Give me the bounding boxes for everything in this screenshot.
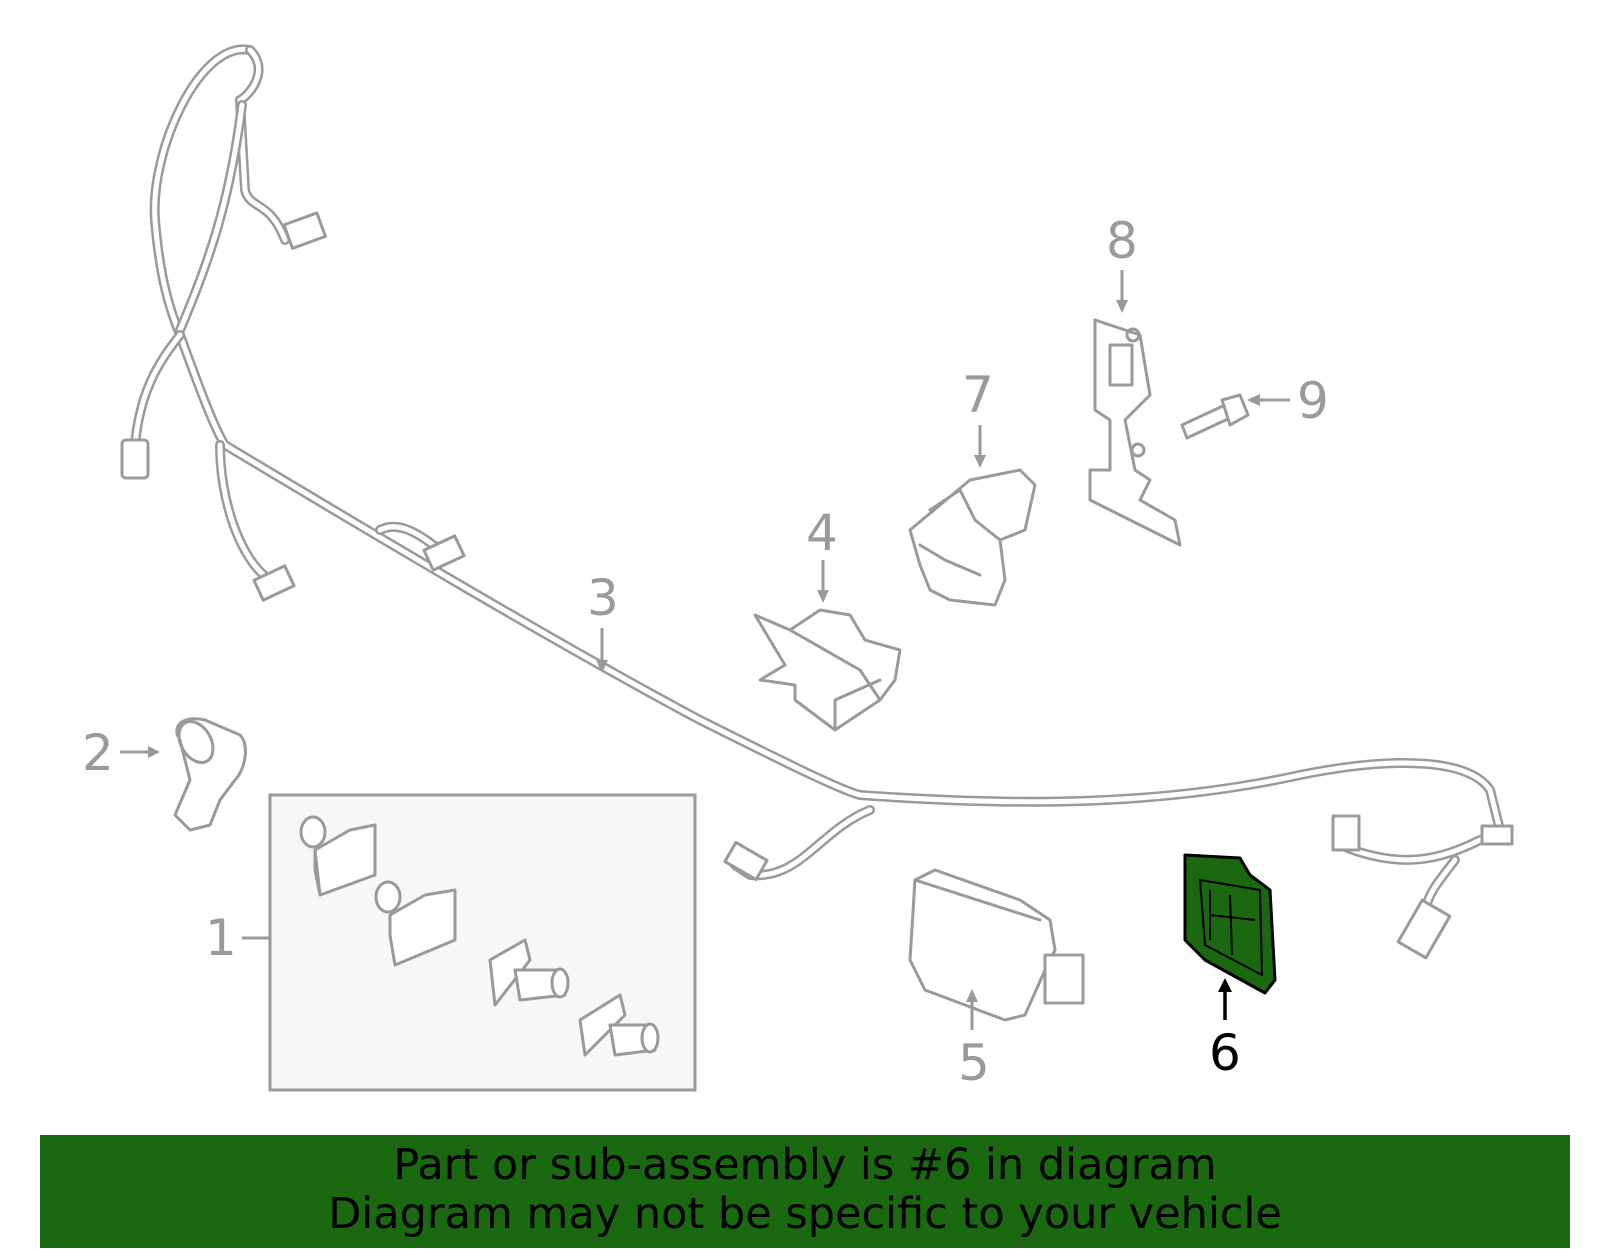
part-2-parking-sensor[interactable] bbox=[172, 715, 247, 832]
callout-5: 5 bbox=[958, 1034, 990, 1092]
part-3-wiring-harness[interactable] bbox=[120, 44, 1514, 960]
part-7-sensor-holder[interactable] bbox=[908, 468, 1037, 607]
part-4-bracket[interactable] bbox=[753, 608, 902, 732]
parts-diagram: 1 2 3 4 5 6 7 8 9 bbox=[82, 44, 1514, 1092]
callout-1: 1 bbox=[205, 909, 237, 967]
callout-7: 7 bbox=[962, 366, 994, 424]
callout-4: 4 bbox=[806, 504, 838, 562]
notice-line-1: Part or sub-assembly is #6 in diagram bbox=[393, 1140, 1217, 1190]
callout-3: 3 bbox=[587, 569, 619, 627]
notice-line-2: Diagram may not be specific to your vehi… bbox=[328, 1189, 1282, 1239]
callout-9: 9 bbox=[1297, 372, 1329, 430]
callout-labels: 1 2 3 4 5 6 7 8 9 bbox=[82, 212, 1329, 1092]
callout-6: 6 bbox=[1209, 1024, 1241, 1082]
part-6-highlighted[interactable] bbox=[1183, 853, 1277, 995]
part-9-bolt[interactable] bbox=[1180, 393, 1250, 440]
callout-8: 8 bbox=[1106, 212, 1138, 270]
part-5-module[interactable] bbox=[908, 868, 1085, 1022]
callout-leaders bbox=[120, 270, 1290, 1030]
callout-2: 2 bbox=[82, 724, 114, 782]
notice-banner: Part or sub-assembly is #6 in diagram Di… bbox=[40, 1135, 1570, 1248]
part-1-kit[interactable] bbox=[268, 793, 697, 1092]
part-8-bracket[interactable] bbox=[1088, 318, 1182, 547]
